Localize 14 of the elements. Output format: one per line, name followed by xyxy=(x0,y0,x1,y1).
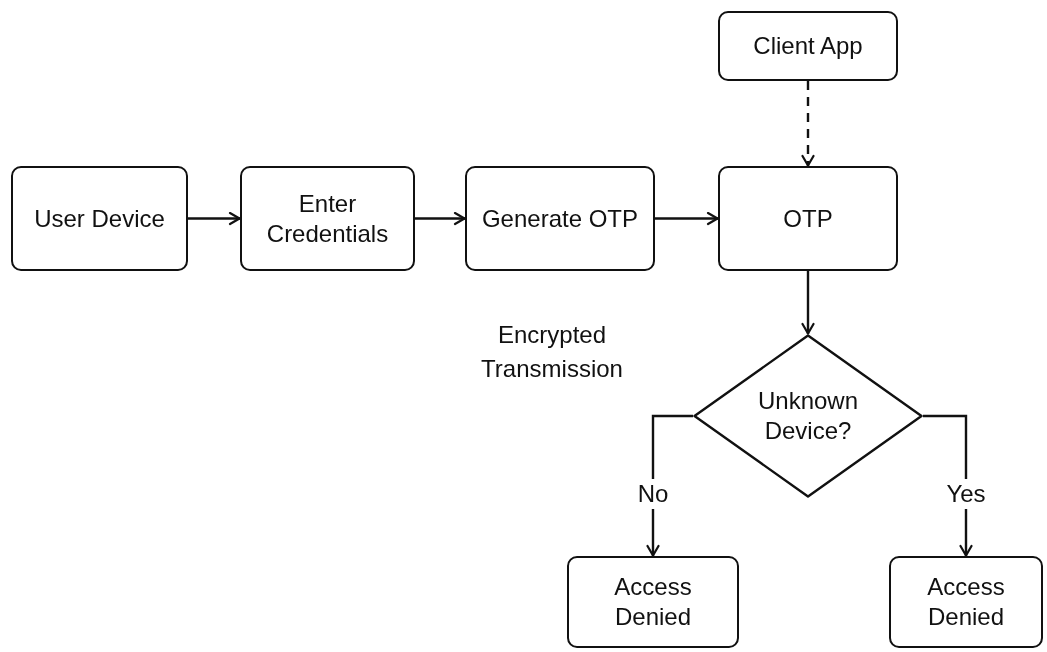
process-box: OTP xyxy=(718,166,898,271)
arrow xyxy=(801,271,815,335)
arrow xyxy=(188,211,241,226)
process-box: Client App xyxy=(718,11,898,81)
process-box: User Device xyxy=(11,166,188,271)
process-box: Access Denied xyxy=(889,556,1043,648)
process-box: Access Denied xyxy=(567,556,739,648)
arrow xyxy=(415,211,466,226)
annotation-label: Encrypted Transmission xyxy=(480,320,624,384)
process-box: Enter Credentials xyxy=(240,166,415,271)
dashed-arrow xyxy=(801,81,815,167)
decision-diamond: Unknown Device? xyxy=(693,334,923,498)
arrow xyxy=(655,211,719,226)
process-box: Generate OTP xyxy=(465,166,655,271)
